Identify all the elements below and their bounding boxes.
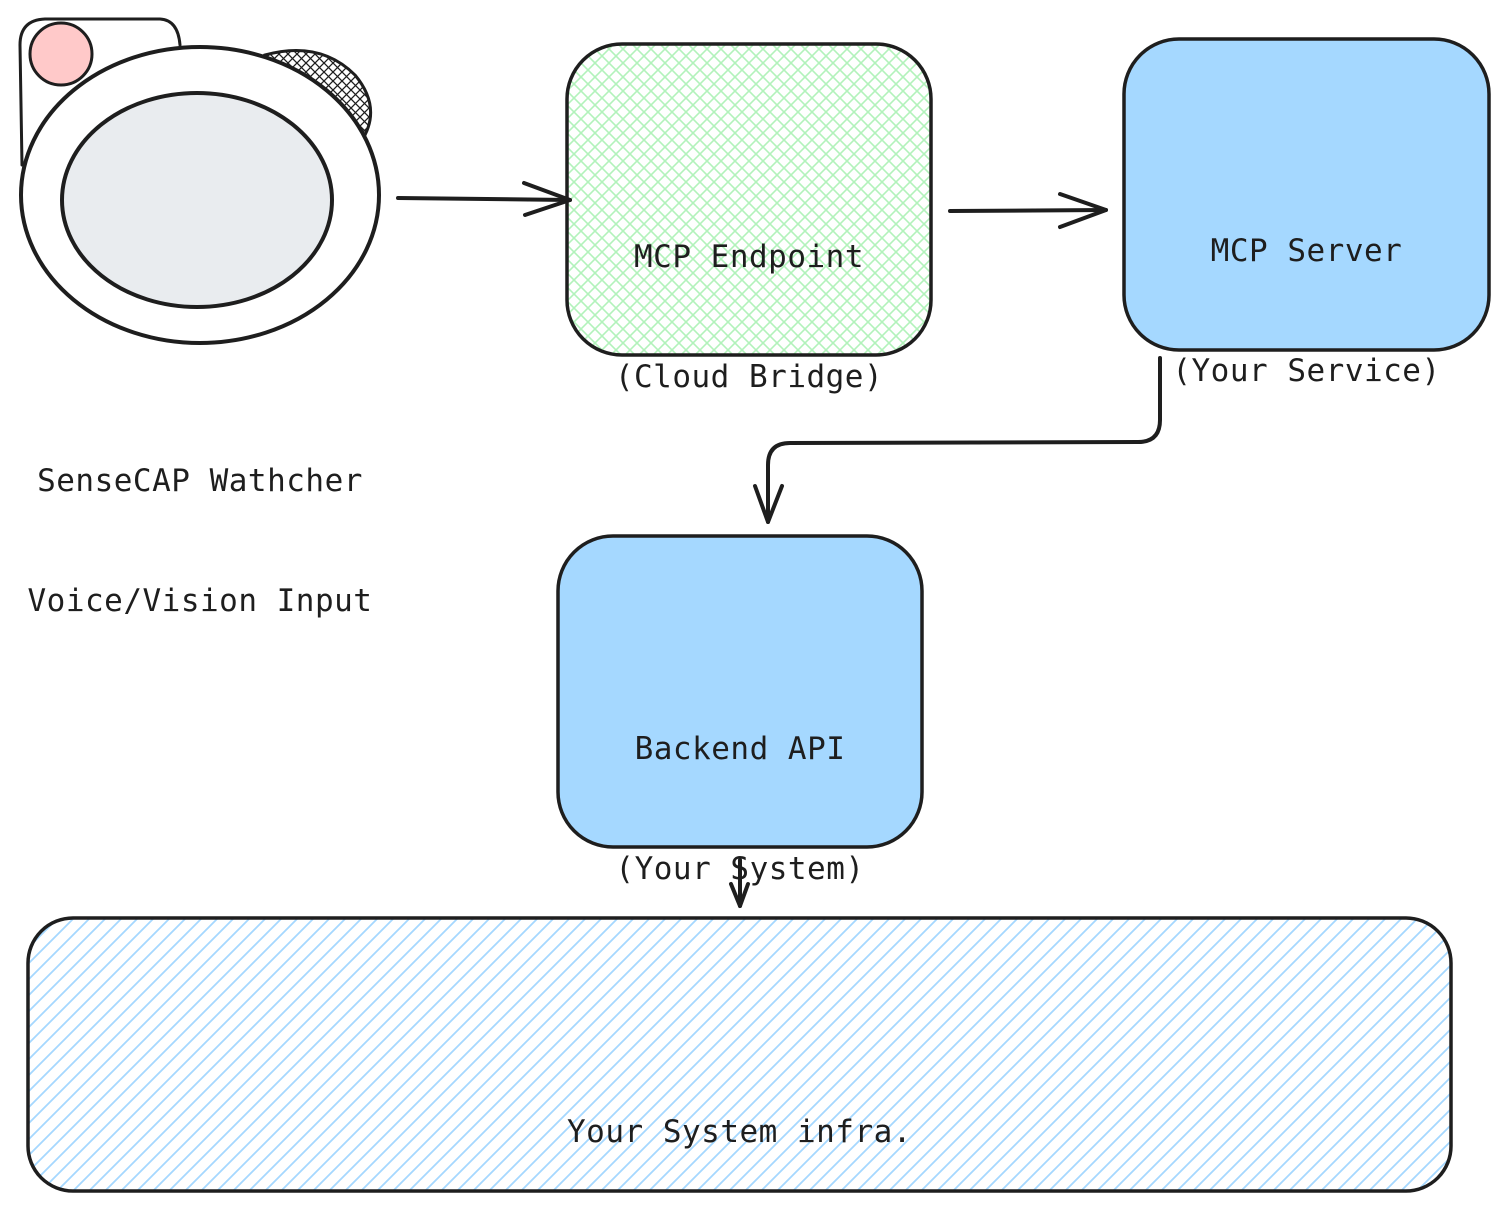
device-label-line2: Voice/Vision Input bbox=[27, 583, 373, 619]
watcher-device-icon bbox=[18, 17, 381, 345]
server-label: MCP Server (Your Service) bbox=[1124, 151, 1489, 431]
device-label-line1: SenseCAP Wathcher bbox=[37, 463, 363, 499]
endpoint-label-line1: MCP Endpoint bbox=[634, 239, 864, 275]
endpoint-label-line2: (Cloud Bridge) bbox=[614, 359, 884, 395]
infra-label: Your System infra. bbox=[28, 1032, 1451, 1192]
arrow-server-to-backend bbox=[753, 356, 1162, 524]
backend-box bbox=[556, 534, 924, 849]
infra-box bbox=[26, 916, 1453, 1193]
server-box bbox=[1122, 37, 1491, 352]
server-label-line1: MCP Server bbox=[1210, 233, 1403, 269]
backend-label: Backend API (Your System) bbox=[558, 649, 922, 929]
infra-label-text: Your System infra. bbox=[567, 1114, 912, 1150]
device-label: SenseCAP Wathcher Voice/Vision Input bbox=[0, 381, 400, 661]
backend-label-line1: Backend API bbox=[634, 731, 846, 767]
arrow-endpoint-to-server bbox=[948, 192, 1108, 229]
arrow-backend-to-infra bbox=[729, 858, 750, 908]
server-label-line2: (Your Service) bbox=[1172, 353, 1441, 389]
endpoint-label: MCP Endpoint (Cloud Bridge) bbox=[567, 157, 931, 437]
arrow-device-to-endpoint bbox=[396, 181, 572, 217]
backend-label-line2: (Your System) bbox=[615, 851, 865, 887]
